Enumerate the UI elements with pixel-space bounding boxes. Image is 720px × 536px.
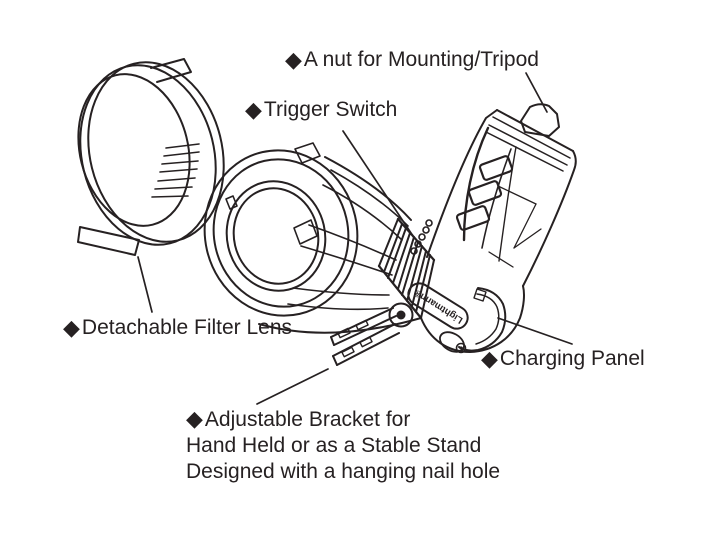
reflector-window <box>293 219 318 245</box>
handle-drawing <box>426 103 577 287</box>
grip-holes <box>455 155 514 231</box>
trigger-switch-label: ◆ Trigger Switch <box>245 97 397 122</box>
trigger-leader-line <box>342 130 414 237</box>
diamond-bullet-icon: ◆ <box>481 345 498 371</box>
trigger-drawing <box>410 219 433 255</box>
charging-panel-label: ◆ Charging Panel <box>481 346 645 371</box>
latch-drawing <box>439 331 465 353</box>
mount-nut-label: ◆ A nut for Mounting/Tripod <box>285 47 539 72</box>
filter-lens-label-text: Detachable Filter Lens <box>81 316 293 339</box>
trigger-switch-label-text: Trigger Switch <box>263 98 398 121</box>
bracket-label-line3: Designed with a hanging nail hole <box>186 459 501 483</box>
filter-bottom-tab <box>77 226 140 256</box>
handle-facet-lines <box>488 185 542 268</box>
bracket-arm-lower <box>332 323 400 366</box>
filter-leader-line <box>137 256 153 313</box>
diamond-bullet-icon: ◆ <box>186 406 203 431</box>
bracket-label-line1: Adjustable Bracket for <box>204 407 411 431</box>
bracket-arm-upper <box>330 307 397 346</box>
bracket-label: ◆ Adjustable Bracket for Hand Held or as… <box>186 406 500 484</box>
bracket-drawing <box>330 302 414 366</box>
bezel-top-tab <box>294 142 321 164</box>
brand-logo: Lightmann® <box>407 282 469 330</box>
body-drawing: Lightmann® <box>407 282 525 354</box>
diamond-bullet-icon: ◆ <box>63 314 80 340</box>
mount-nut-label-text: A nut for Mounting/Tripod <box>303 48 539 71</box>
flashlight-head-drawing <box>203 142 436 334</box>
bezel-side-nub <box>225 195 238 210</box>
filter-top-tab <box>150 58 192 83</box>
filter-grip-ridges <box>151 143 200 198</box>
mount-nut-drawing <box>520 103 560 137</box>
diamond-bullet-icon: ◆ <box>285 46 302 72</box>
diamond-bullet-icon: ◆ <box>245 96 262 122</box>
bracket-leader-line <box>256 368 329 405</box>
charging-leader-line <box>497 317 573 345</box>
charging-panel-label-text: Charging Panel <box>499 347 645 370</box>
filter-lens-drawing <box>77 58 225 256</box>
bracket-label-line2: Hand Held or as a Stable Stand <box>186 433 482 457</box>
nut-leader-line <box>525 72 548 113</box>
filter-lens-label: ◆ Detachable Filter Lens <box>63 315 292 340</box>
